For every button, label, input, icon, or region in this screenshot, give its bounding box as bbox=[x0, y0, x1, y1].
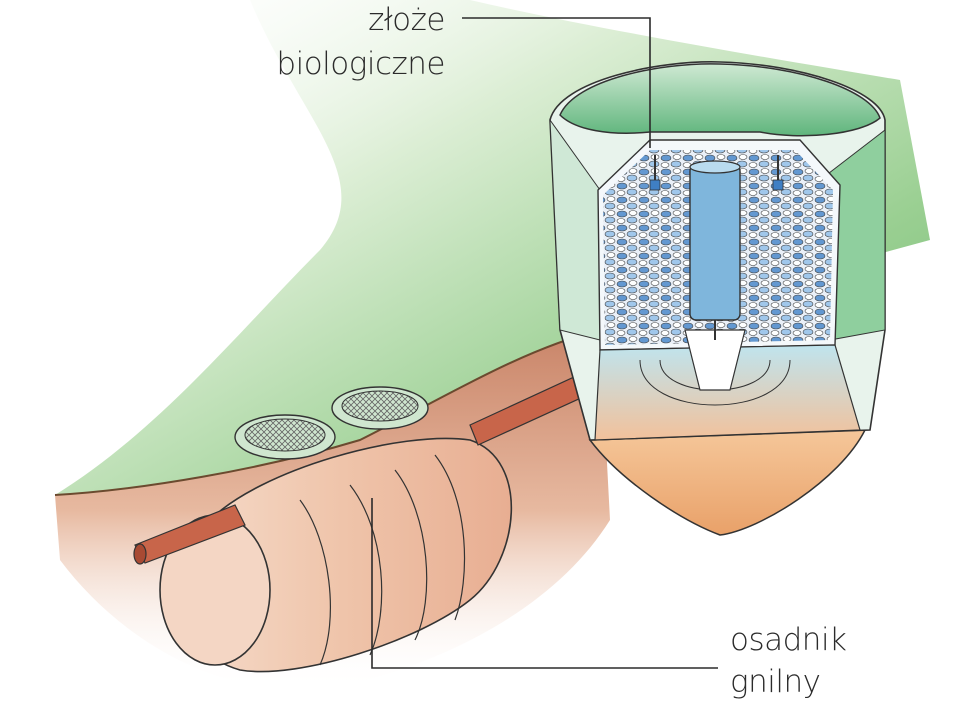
label-biofilter-line2: biologiczne bbox=[276, 46, 445, 82]
label-biofilter-line1: złoże bbox=[368, 2, 445, 38]
leader-line-biofilter bbox=[462, 17, 651, 148]
label-septic-line1: osadnik bbox=[730, 622, 847, 658]
inlet-pipe bbox=[133, 504, 246, 565]
biofilter-tank bbox=[549, 61, 886, 536]
manhole-cover-left bbox=[234, 414, 336, 460]
central-column bbox=[689, 164, 741, 321]
label-septic-tank: osadnik gnilny bbox=[730, 622, 847, 700]
manhole-cover-right bbox=[331, 386, 429, 430]
label-septic-line2: gnilny bbox=[730, 664, 820, 700]
label-biofilter: złoże biologiczne bbox=[276, 2, 445, 82]
leader-line-septic bbox=[371, 498, 718, 669]
septic-tank bbox=[159, 437, 513, 673]
ground-line bbox=[54, 329, 601, 496]
